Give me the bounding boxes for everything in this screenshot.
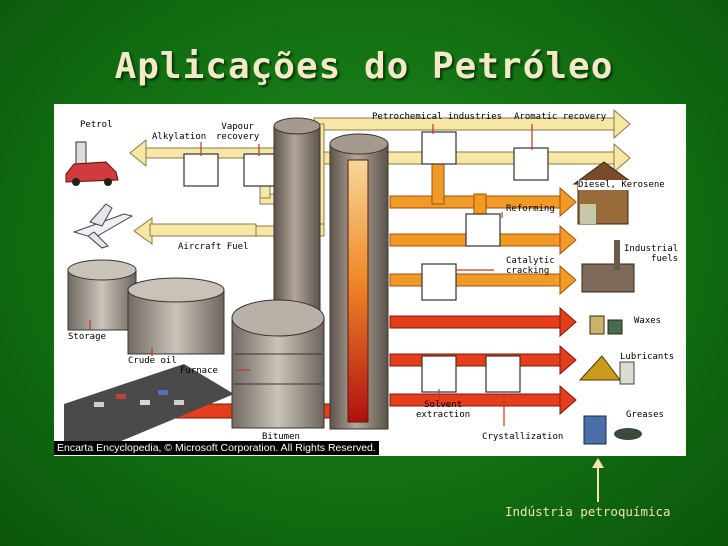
label-furnace: Furnace [180,366,218,376]
label-waxes: Waxes [634,316,662,326]
label-solvent-extraction: Solvent extraction [416,400,471,420]
furnace [231,299,325,429]
storage-tanks [67,259,225,355]
label-petrochemical-industries: Petrochemical industries [372,112,503,122]
label-vapour-recovery: Vapour recovery [216,122,260,142]
caption-petrochemical-industry: Indústria petroquímica [505,504,671,519]
label-greases: Greases [626,410,664,420]
label-crude-oil: Crude oil [128,356,177,366]
label-industrial-fuels: Industrial fuels [624,244,679,264]
copyright-notice: Encarta Encyclopedia, © Microsoft Corpor… [54,441,379,455]
car-icon [65,141,119,186]
refinery-illustration [64,108,642,445]
label-bitumen: Bitumen [262,432,300,442]
label-storage: Storage [68,332,106,342]
label-aircraft-fuel: Aircraft Fuel [178,242,249,252]
label-diesel-kerosene: Diesel, Kerosene [578,180,665,190]
road [64,364,234,444]
airplane-icon [72,203,134,249]
label-lubricants: Lubricants [620,352,675,362]
label-alkylation: Alkylation [152,132,207,142]
process-units [183,131,549,393]
label-petrol: Petrol [80,120,113,130]
refinery-diagram: Petrol Alkylation Vapour recovery Petroc… [54,104,686,456]
label-crystallization: Crystallization [482,432,564,442]
products-icons [572,161,642,445]
slide-title: Aplicações do Petróleo [114,46,614,87]
label-aromatic-recovery: Aromatic recovery [514,112,607,122]
label-pointers [89,124,533,426]
label-catalytic-cracking: Catalytic cracking [506,256,555,276]
arrow-up-icon [592,458,604,502]
label-reforming: Reforming [506,204,555,214]
